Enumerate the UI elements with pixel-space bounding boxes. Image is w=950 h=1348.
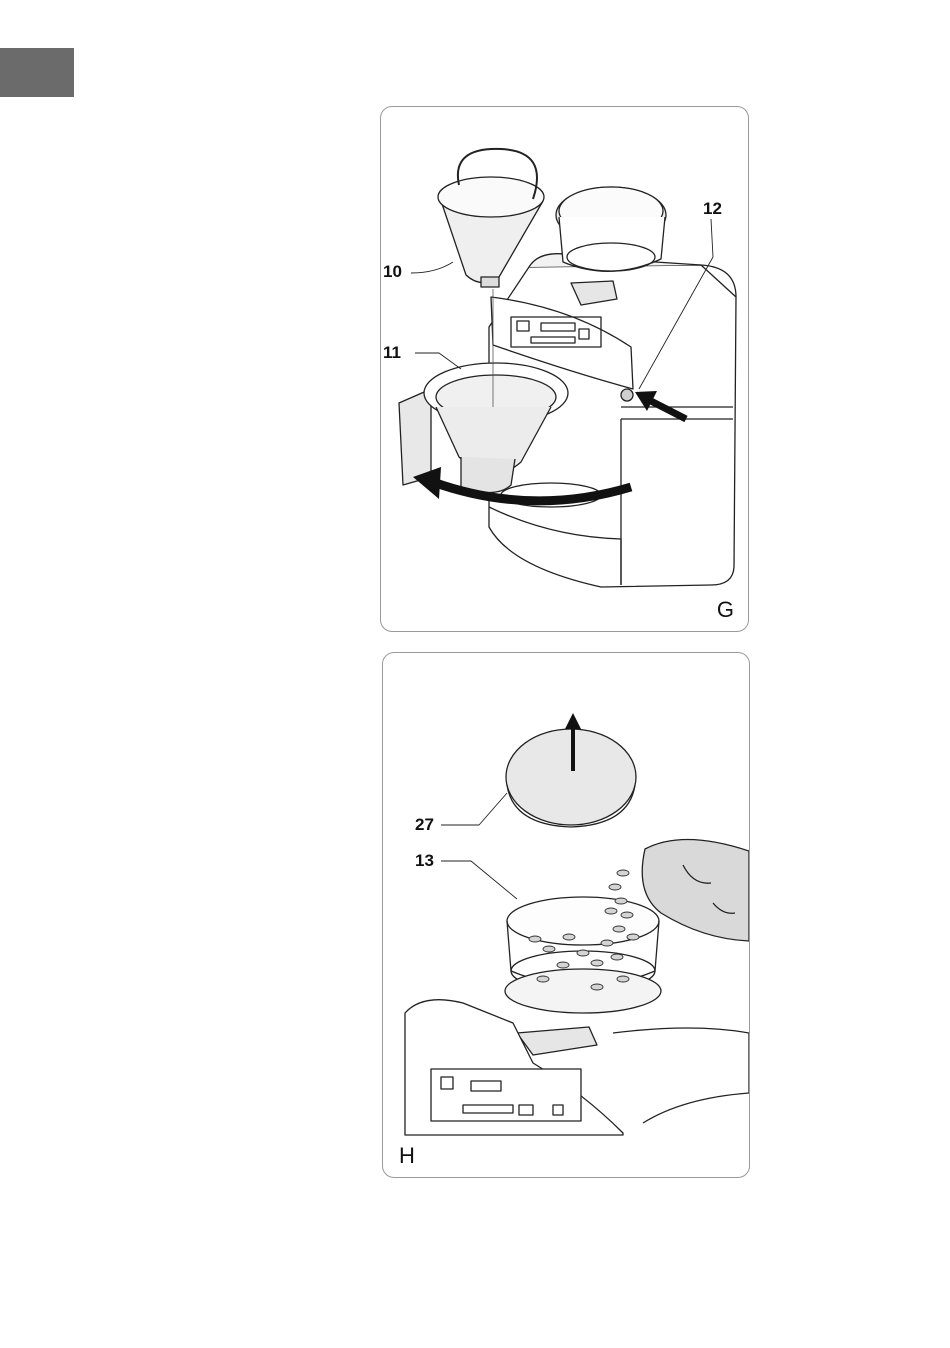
callout-27: 27 (415, 815, 434, 835)
callout-13: 13 (415, 851, 434, 871)
figure-g-panel: 10 11 12 G (380, 106, 749, 632)
figure-h-panel: 27 13 H (382, 652, 750, 1178)
figure-h-illustration (383, 653, 749, 1177)
grind-selector (517, 1027, 597, 1055)
figure-g-illustration (381, 107, 748, 631)
filter-holder (399, 389, 431, 485)
callout-11: 11 (383, 343, 401, 363)
callout-12: 12 (703, 199, 722, 219)
language-tab (0, 48, 74, 97)
release-button (621, 389, 633, 401)
callout-10: 10 (383, 262, 402, 282)
figure-letter-h: H (399, 1143, 415, 1169)
figure-letter-g: G (717, 597, 734, 623)
